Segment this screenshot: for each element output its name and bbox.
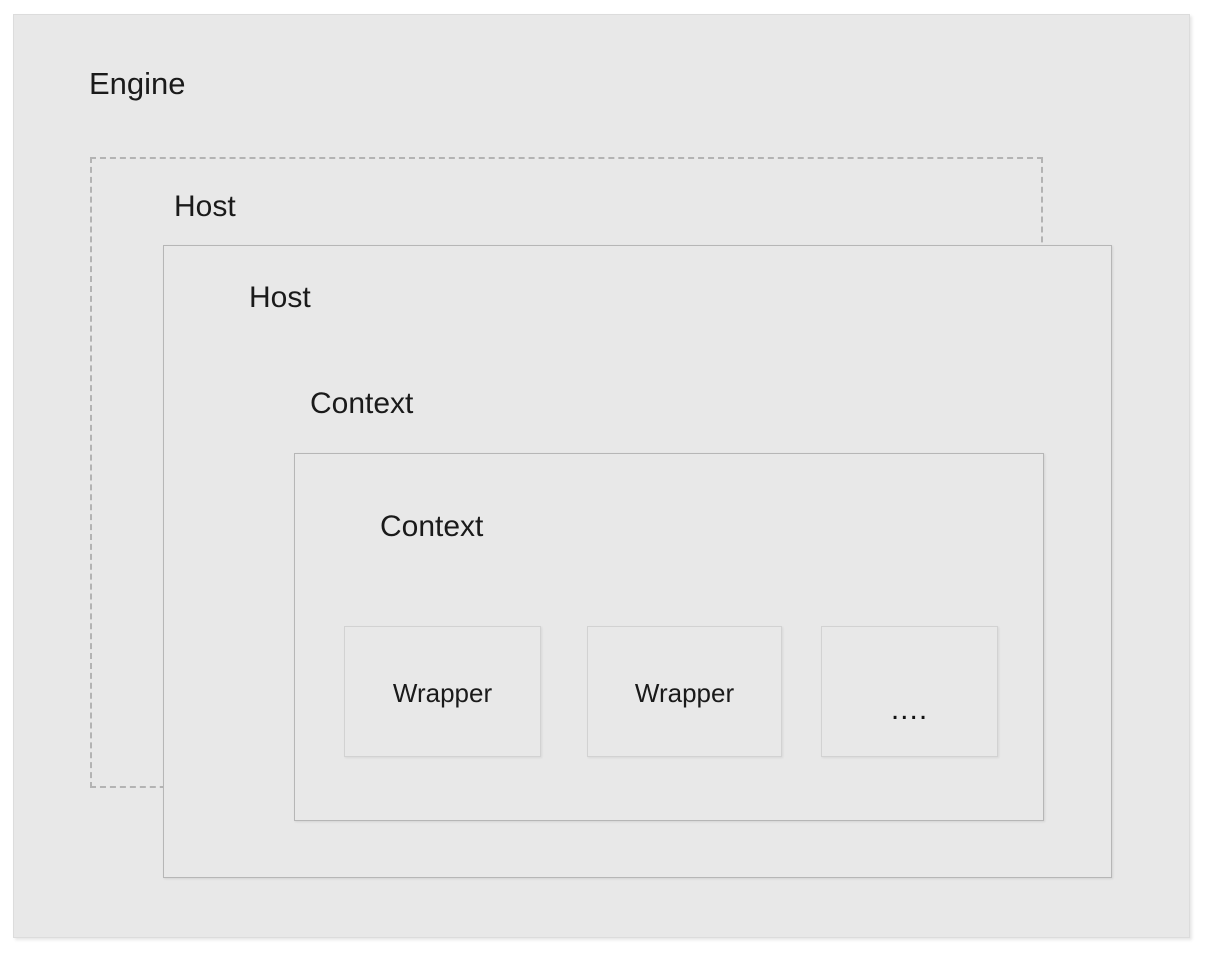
ellipsis-label: ....: [890, 693, 929, 726]
wrapper-box-2-label: Wrapper: [634, 678, 735, 708]
wrapper-box-ellipsis: ....: [821, 626, 998, 757]
engine-label: Engine: [89, 66, 186, 101]
context-outer-label: Context: [310, 387, 414, 420]
wrapper-box-1-label: Wrapper: [392, 678, 493, 708]
host-inner-label: Host: [249, 281, 311, 314]
wrapper-box-1: Wrapper: [344, 626, 541, 757]
context-inner-label: Context: [380, 510, 484, 543]
host-outer-label: Host: [174, 190, 236, 223]
wrapper-box-2: Wrapper: [587, 626, 782, 757]
